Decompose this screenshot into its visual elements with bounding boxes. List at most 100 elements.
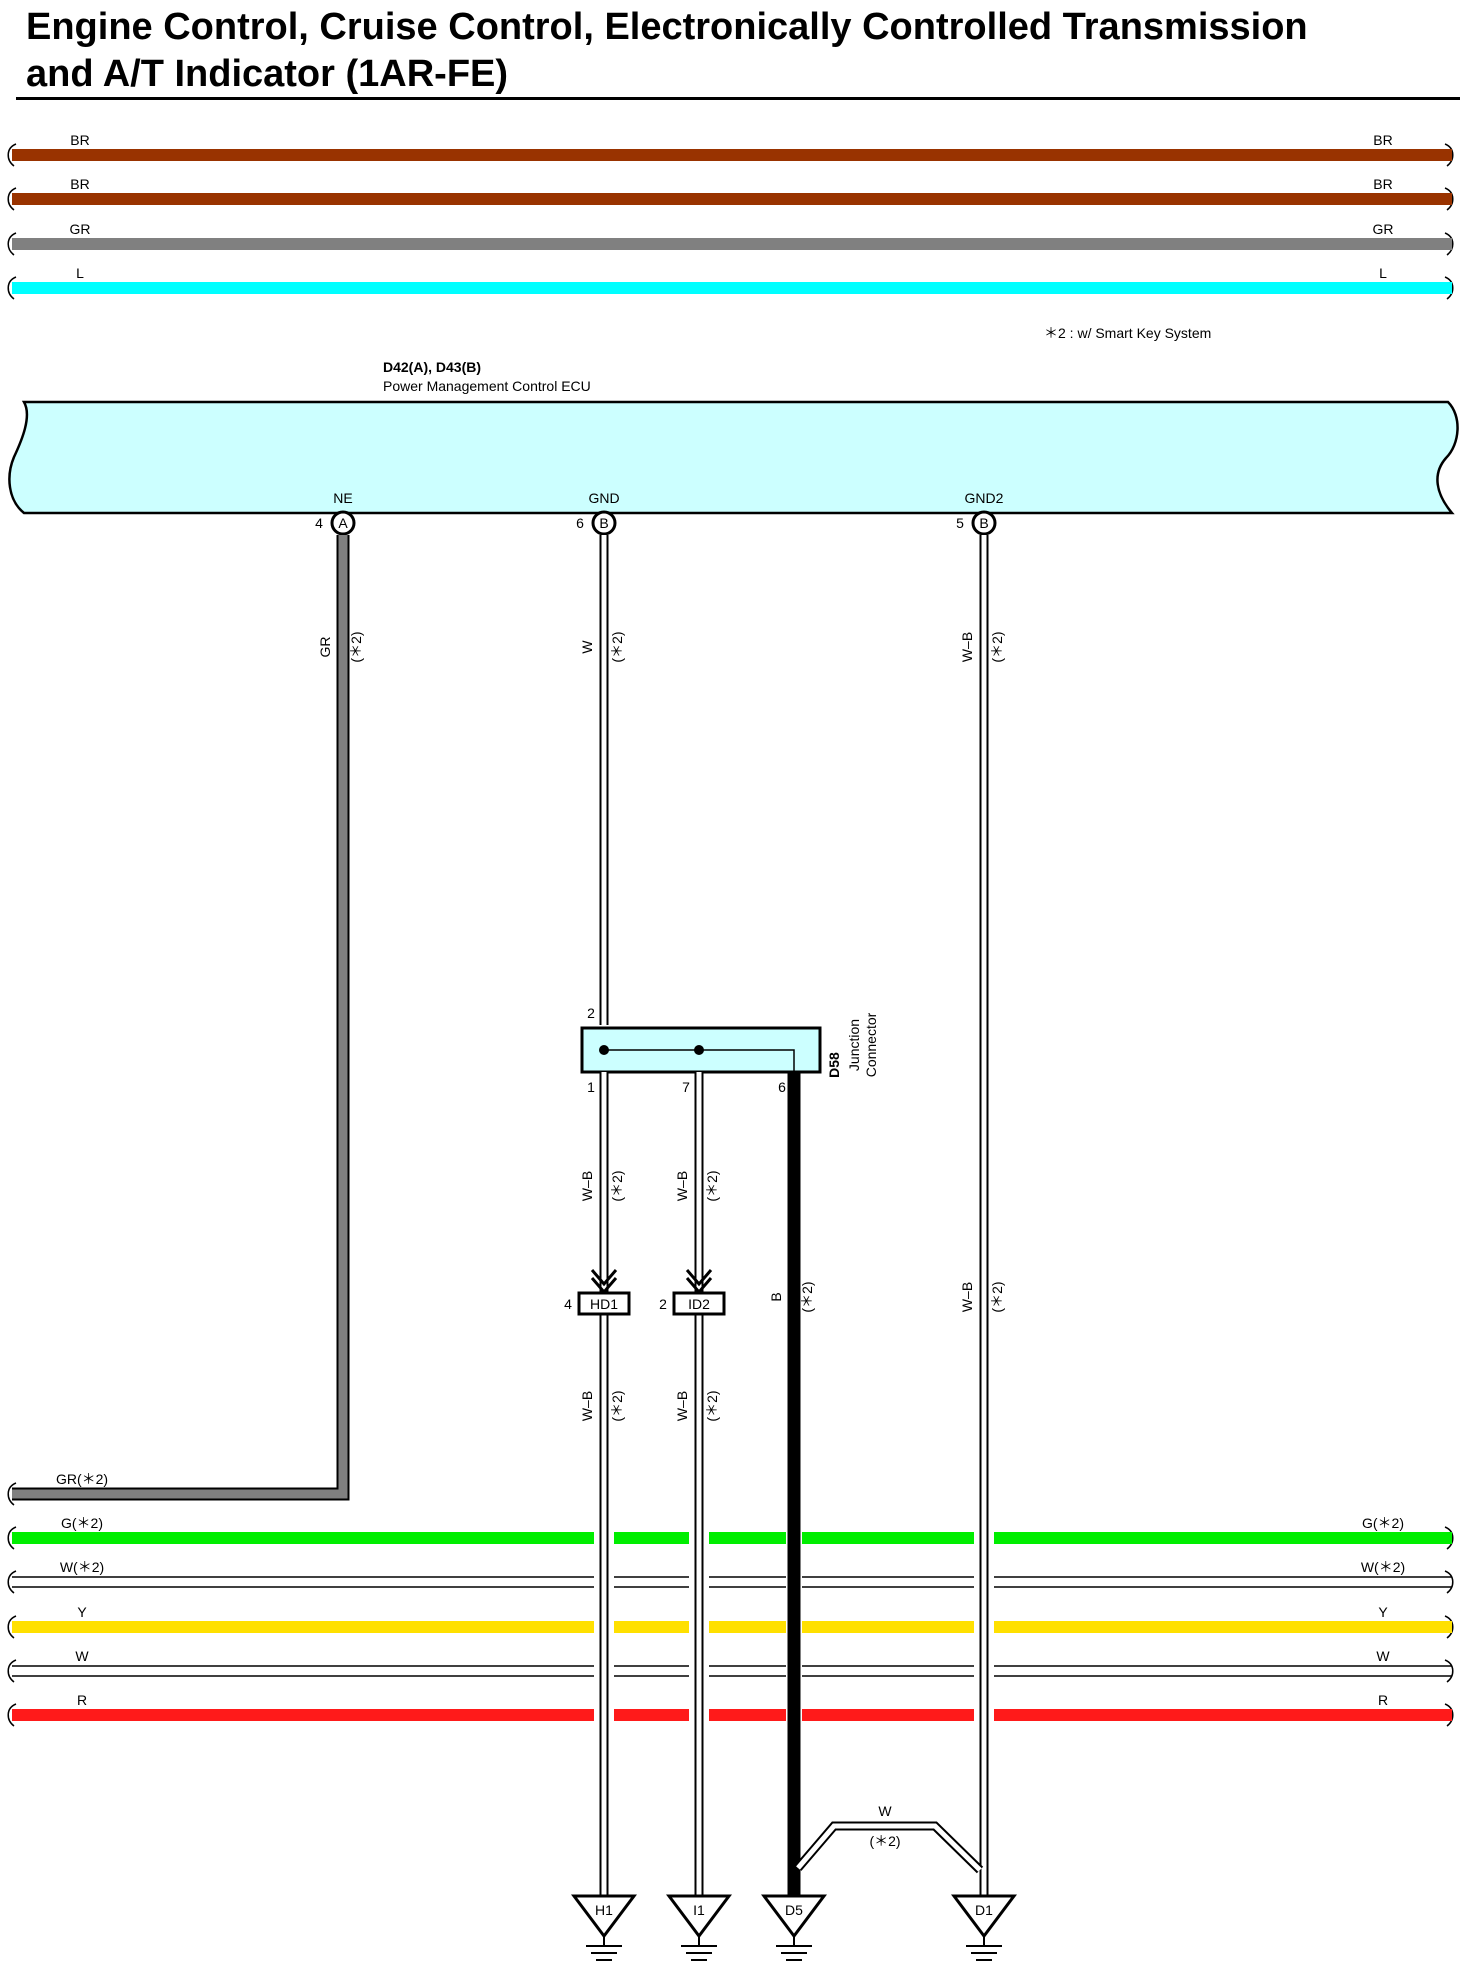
junction-pin-in: 2 bbox=[587, 1005, 595, 1021]
bottom-wire-w-opt: W(＊2) W(＊2) bbox=[7, 1559, 1454, 1594]
ground-h1: H1 bbox=[571, 1894, 637, 1961]
wire-break-right bbox=[1444, 276, 1454, 300]
cross-wire-fill bbox=[796, 1823, 982, 1872]
top-wire-4: L L bbox=[7, 265, 1454, 300]
gnd-wire: W (＊2) bbox=[579, 535, 625, 1025]
ground-d5-triangle bbox=[761, 1894, 827, 1939]
ground-i1-symbol bbox=[681, 1936, 717, 1961]
cross-wire: W (＊2) bbox=[794, 1803, 984, 1874]
ecu-pin-gnd-number: 6 bbox=[576, 515, 584, 531]
j7-wire: W–B (＊2) W–B (＊2) bbox=[674, 1072, 720, 1900]
j1-wire-option-label: (＊2) bbox=[609, 1170, 625, 1201]
ne-wire-option-label: (＊2) bbox=[348, 631, 364, 662]
title-line-2: and A/T Indicator (1AR-FE) bbox=[26, 53, 509, 95]
bottom-wire-w-opt-label-left: W(＊2) bbox=[60, 1559, 104, 1575]
ne-wire-path bbox=[12, 535, 350, 1501]
bottom-wire-r-label-left: R bbox=[77, 1692, 87, 1708]
ground-h1-label: H1 bbox=[595, 1902, 613, 1918]
wire-break-left bbox=[7, 276, 17, 300]
ecu-connector-id: D42(A), D43(B) bbox=[383, 359, 481, 375]
ecu-pin-gnd2-number: 5 bbox=[956, 515, 964, 531]
bottom-wire-r: R R bbox=[7, 1692, 1454, 1727]
top-harness: BR BR BR BR GR GR L L bbox=[7, 132, 1454, 300]
ecu-pin-gnd2-terminal bbox=[971, 510, 997, 536]
wire-break-left bbox=[7, 1482, 17, 1506]
ecu: D42(A), D43(B) Power Management Control … bbox=[8, 359, 1459, 536]
ground-d1-symbol bbox=[966, 1936, 1002, 1961]
ne-wire-color-label: GR bbox=[317, 637, 333, 658]
gnd-wire-color-label: W bbox=[579, 640, 595, 654]
ne-wire: GR (＊2) bbox=[12, 535, 364, 1501]
ecu-pin-ne-connector: A bbox=[338, 515, 348, 531]
bottom-wire-w-label-right: W bbox=[1376, 1648, 1390, 1664]
bottom-wire-gr-label-left: GR(＊2) bbox=[56, 1471, 108, 1487]
inline-connector-id2: 2 ID2 bbox=[659, 1291, 726, 1316]
wire-break-right bbox=[1444, 1703, 1454, 1727]
legend-note: ＊2 : w/ Smart Key System bbox=[1044, 325, 1211, 341]
top-wire-1-label-left: BR bbox=[70, 132, 89, 148]
top-wire-2-label-right: BR bbox=[1373, 176, 1392, 192]
bottom-wire-w-label-left: W bbox=[75, 1648, 89, 1664]
wire-break-left bbox=[7, 143, 17, 167]
junction-pin-out-1: 1 bbox=[587, 1079, 595, 1095]
j1-wire: W–B (＊2) W–B (＊2) bbox=[579, 1072, 625, 1900]
top-wire-4-label-left: L bbox=[76, 265, 84, 281]
junction-pin-out-3: 6 bbox=[778, 1079, 786, 1095]
gnd2-wire-option-label: (＊2) bbox=[989, 631, 1005, 662]
ground-d5: D5 bbox=[761, 1894, 827, 1961]
j7-wire-color-label: W–B bbox=[674, 1171, 690, 1201]
junction-pin-out-2: 7 bbox=[682, 1079, 690, 1095]
gnd2-wire-lower-color-label: W–B bbox=[959, 1282, 975, 1312]
inline-connector-hd1-id: HD1 bbox=[590, 1296, 618, 1312]
wire-break-right bbox=[1444, 143, 1454, 167]
ecu-pin-gnd2-connector: B bbox=[979, 515, 988, 531]
bottom-wire-r-label-right: R bbox=[1378, 1692, 1388, 1708]
top-wire-2-label-left: BR bbox=[70, 176, 89, 192]
j1-wire-lower-option-label: (＊2) bbox=[609, 1390, 625, 1421]
wire-break-left bbox=[7, 1659, 17, 1683]
top-wire-1-label-right: BR bbox=[1373, 132, 1392, 148]
bottom-wire-w: W W bbox=[7, 1648, 1454, 1683]
wire-break-left bbox=[7, 1570, 17, 1594]
ecu-pin-ne-number: 4 bbox=[315, 515, 323, 531]
top-wire-4-label-right: L bbox=[1379, 265, 1387, 281]
top-wire-3: GR GR bbox=[7, 221, 1454, 256]
ecu-pin-gnd-name: GND bbox=[588, 490, 619, 506]
wire-break-right bbox=[1444, 1526, 1454, 1550]
inline-connector-id2-id: ID2 bbox=[688, 1296, 710, 1312]
j7-wire-option-label: (＊2) bbox=[704, 1170, 720, 1201]
bottom-wire-g-label-left: G(＊2) bbox=[61, 1515, 103, 1531]
junction-id: D58 bbox=[826, 1052, 842, 1078]
top-wire-2: BR BR bbox=[7, 176, 1454, 211]
top-wire-1: BR BR bbox=[7, 132, 1454, 167]
bottom-wire-w-opt-label-right: W(＊2) bbox=[1361, 1559, 1405, 1575]
wire-break-left bbox=[7, 187, 17, 211]
bottom-wire-y: Y Y bbox=[7, 1604, 1454, 1639]
cross-wire-option-label: (＊2) bbox=[869, 1833, 900, 1849]
junction-bus bbox=[604, 1049, 795, 1072]
wire-break-right bbox=[1444, 187, 1454, 211]
inline-connector-hd1-box bbox=[577, 1291, 631, 1316]
j7-wire-lower-option-label: (＊2) bbox=[704, 1390, 720, 1421]
bottom-wire-w-line bbox=[12, 1665, 1452, 1677]
ecu-body bbox=[8, 400, 1459, 515]
wire-break-left bbox=[7, 232, 17, 256]
j6-wire-option-label: (＊2) bbox=[799, 1281, 815, 1312]
bottom-wire-gr: GR(＊2) bbox=[7, 1471, 108, 1506]
j6-wire: B (＊2) bbox=[768, 1072, 815, 1900]
title-line-1: Engine Control, Cruise Control, Electron… bbox=[26, 6, 1308, 48]
diagram-title: Engine Control, Cruise Control, Electron… bbox=[26, 4, 1308, 98]
ground-d1-label: D1 bbox=[975, 1902, 993, 1918]
ground-d1: D1 bbox=[951, 1894, 1017, 1961]
inline-connector-hd1-pin: 4 bbox=[564, 1296, 572, 1312]
top-wire-3-label-left: GR bbox=[70, 221, 91, 237]
gnd2-wire: W–B (＊2) W–B (＊2) bbox=[959, 535, 1005, 1900]
wire-break-left bbox=[7, 1703, 17, 1727]
inline-connector-id2-pin: 2 bbox=[659, 1296, 667, 1312]
title-underline bbox=[16, 97, 1460, 100]
j1-wire-color-label: W–B bbox=[579, 1171, 595, 1201]
bottom-wire-y-label-right: Y bbox=[1378, 1604, 1388, 1620]
ground-d5-symbol bbox=[776, 1936, 812, 1961]
cross-wire-color-label: W bbox=[878, 1803, 892, 1819]
